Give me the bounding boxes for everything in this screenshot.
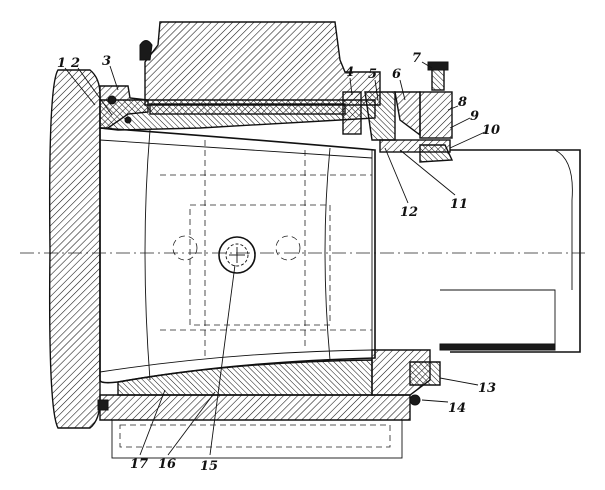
bottom-liner [117, 359, 373, 396]
part-label-16: 16 [158, 457, 176, 472]
part-8-block [419, 91, 453, 139]
shaft-shadow-bottom [439, 343, 556, 351]
bottom-housing [99, 394, 411, 421]
central-bolt-inner [225, 243, 249, 267]
leader-7 [421, 61, 433, 69]
central-bolt-outer [218, 236, 256, 274]
part-label-12: 12 [400, 205, 418, 220]
shaft [450, 149, 581, 353]
drum-profile-line-1 [144, 129, 151, 381]
leader-15 [209, 264, 236, 456]
hidden-outline [189, 204, 331, 326]
upper-bearing-strip [149, 103, 346, 115]
part-14-seal [409, 394, 421, 406]
leader-2 [77, 67, 113, 116]
leader-3 [109, 65, 119, 91]
conical-drum [99, 127, 376, 384]
part-4-block [342, 91, 362, 135]
part-label-6: 6 [392, 67, 401, 82]
part-label-5: 5 [368, 67, 377, 82]
part-10-cap [419, 144, 454, 163]
part-6-cone [394, 91, 421, 137]
part-label-7: 7 [412, 51, 421, 66]
part-7-bolt [431, 67, 445, 91]
leader-12 [384, 147, 409, 204]
bottom-seal-lower-left [97, 399, 109, 411]
part-label-17: 17 [130, 457, 148, 472]
leader-16 [167, 391, 216, 456]
part-label-13: 13 [478, 381, 496, 396]
leader-1 [64, 67, 96, 106]
hidden-hole-left [172, 235, 198, 261]
left-flange [48, 69, 101, 429]
leader-6 [399, 79, 406, 101]
drum-profile-line-2 [324, 147, 331, 361]
leader-5 [374, 79, 379, 101]
part-5-ring [364, 91, 396, 141]
shaft-end-curve [554, 149, 573, 290]
leader-9 [449, 117, 471, 129]
base-frame-hidden [119, 424, 391, 448]
leader-4 [349, 77, 353, 96]
part-label-2: 2 [70, 56, 80, 71]
part-label-4: 4 [345, 65, 354, 80]
leader-11 [399, 149, 456, 196]
part-label-10: 10 [482, 123, 500, 138]
part-label-9: 9 [470, 109, 479, 124]
left-seal-ring [107, 95, 117, 105]
part-label-8: 8 [458, 95, 467, 110]
drum-inner-curve-bottom [99, 349, 373, 373]
part-label-15: 15 [200, 459, 218, 474]
part-label-14: 14 [448, 401, 466, 416]
leader-10 [449, 131, 486, 149]
part-7-nut [427, 61, 449, 71]
left-seal-ring-2 [124, 116, 132, 124]
housing-lug [139, 40, 153, 61]
part-label-11: 11 [450, 197, 468, 212]
part-label-1: 1 [57, 56, 66, 71]
part-13-flange [409, 361, 441, 386]
hidden-hole-right [275, 235, 301, 261]
drum-inner-curve-top [99, 139, 373, 159]
part-label-3: 3 [102, 54, 111, 69]
leader-13 [439, 377, 479, 386]
leader-14 [421, 399, 449, 403]
shaft-keyway [440, 289, 556, 345]
base-frame-outer [111, 419, 403, 459]
leader-17 [139, 389, 166, 456]
leader-8 [447, 105, 459, 111]
